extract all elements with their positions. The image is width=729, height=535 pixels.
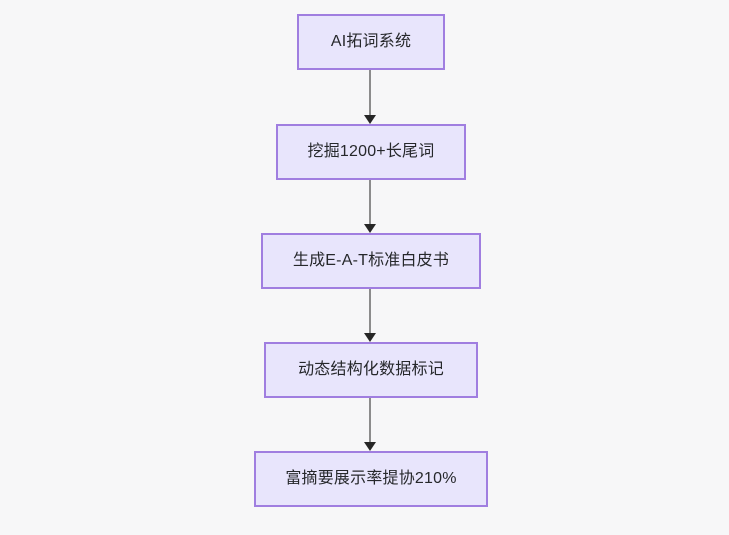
flow-edge-line bbox=[369, 180, 371, 225]
flow-node-n2[interactable]: 挖掘1200+长尾词 bbox=[276, 124, 466, 180]
arrowhead-down-icon bbox=[364, 224, 376, 233]
flow-node-label: 富摘要展示率提协210% bbox=[285, 470, 457, 487]
flow-edge bbox=[364, 180, 376, 233]
flow-node-label: 挖掘1200+长尾词 bbox=[307, 143, 435, 160]
flow-node-label: 动态结构化数据标记 bbox=[298, 361, 444, 378]
flow-edge-line bbox=[369, 289, 371, 334]
flow-node-n5[interactable]: 富摘要展示率提协210% bbox=[254, 451, 488, 507]
flow-node-n4[interactable]: 动态结构化数据标记 bbox=[264, 342, 478, 398]
arrowhead-down-icon bbox=[364, 333, 376, 342]
flow-node-n3[interactable]: 生成E-A-T标准白皮书 bbox=[261, 233, 481, 289]
flow-node-label: AI拓词系统 bbox=[330, 33, 412, 50]
flow-node-n1[interactable]: AI拓词系统 bbox=[297, 14, 445, 70]
arrowhead-down-icon bbox=[364, 115, 376, 124]
flow-edge-line bbox=[369, 398, 371, 443]
flow-edge bbox=[364, 289, 376, 342]
flow-edge bbox=[364, 70, 376, 124]
flow-node-label: 生成E-A-T标准白皮书 bbox=[292, 252, 450, 269]
flow-edge bbox=[364, 398, 376, 451]
flow-edge-line bbox=[369, 70, 371, 116]
arrowhead-down-icon bbox=[364, 442, 376, 451]
